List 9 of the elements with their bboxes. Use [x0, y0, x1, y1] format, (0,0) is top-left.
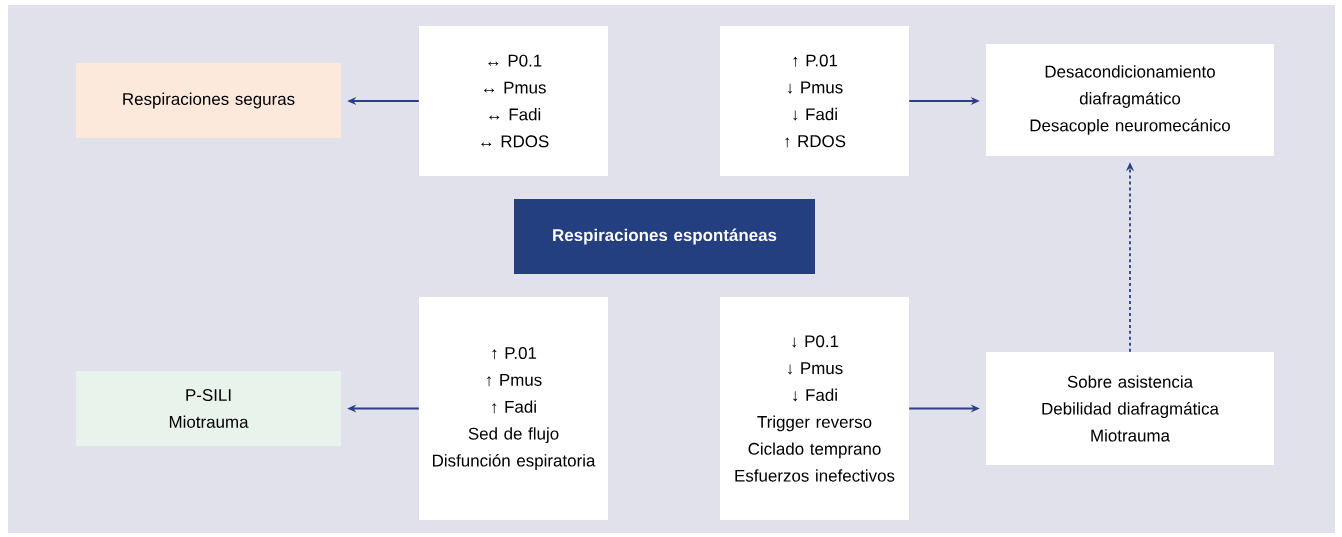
- outcome-box: P-SILI Miotrauma: [76, 371, 341, 446]
- outcome-box: Respiraciones seguras: [76, 63, 341, 138]
- indicator-box: ↑ P.01 ↓ Pmus ↓ Fadi ↑ RDOS: [720, 26, 909, 176]
- indicator-box: ↑ P.01 ↑ Pmus ↑ Fadi Sed de flujo Disfunción espiratoria: [419, 297, 608, 520]
- outcome-box: Desacondicionamiento diafragmático Desacople neuromecánico: [986, 44, 1274, 156]
- indicator-box: ↓ P0.1 ↓ Pmus ↓ Fadi Trigger reverso Ciclado temprano Esfuerzos inefectivos: [720, 297, 909, 520]
- outcome-box: Sobre asistencia Debilidad diafragmática Miotrauma: [986, 352, 1274, 465]
- indicator-box: ↔ P0.1 ↔ Pmus ↔ Fadi ↔ RDOS: [419, 26, 608, 176]
- title-box: Respiraciones espontáneas: [514, 199, 815, 274]
